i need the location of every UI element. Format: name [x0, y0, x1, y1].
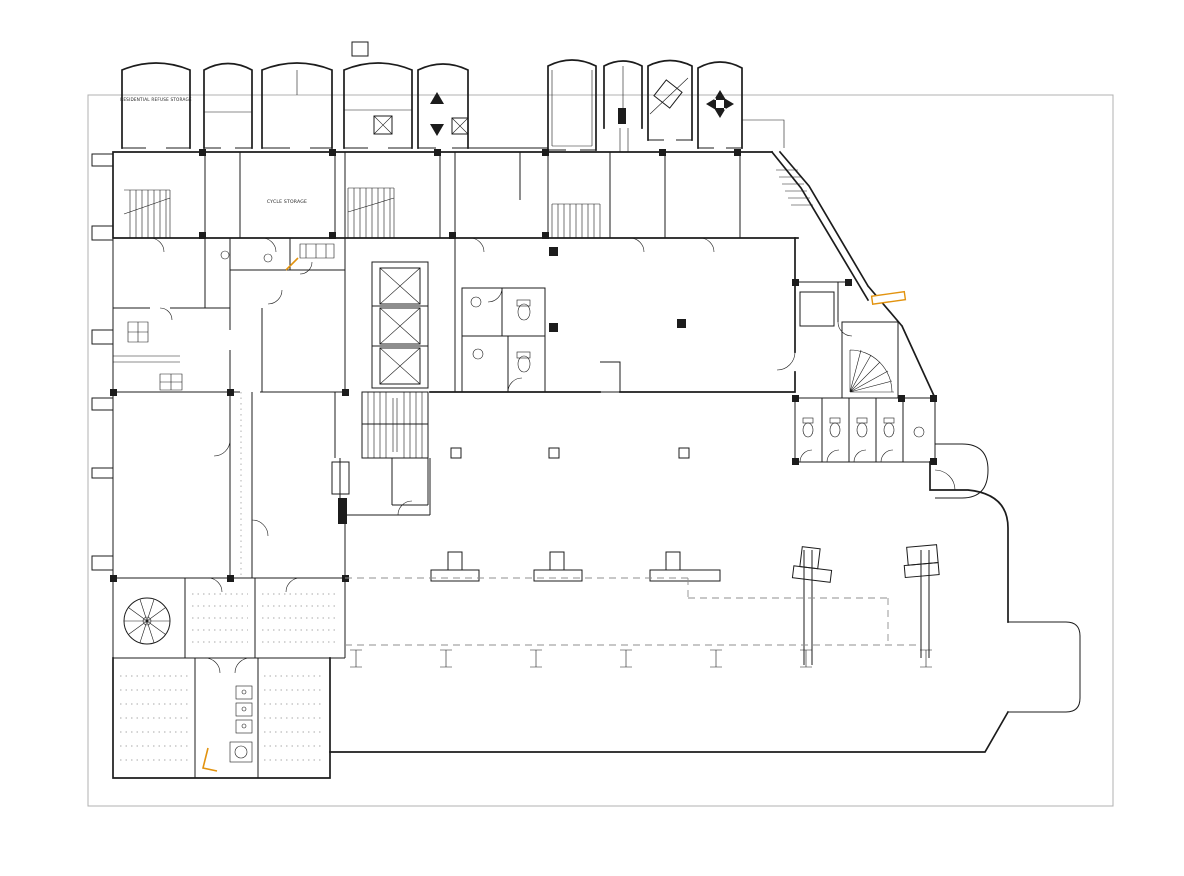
toilet-tank: [516, 351, 531, 359]
main-hall: [429, 237, 796, 393]
hall-walls: [429, 237, 796, 393]
riser-box: [451, 117, 469, 135]
wc-door-arcs: [799, 449, 894, 463]
shaft-box: [373, 115, 393, 135]
stair-treads: [367, 392, 423, 458]
wc-dividers: [821, 398, 877, 462]
sink: [470, 296, 482, 308]
mid-left-rooms: [91, 238, 346, 393]
cycle-storage-label: CYCLE STORAGE: [267, 199, 307, 205]
entry-room-walls: [795, 281, 848, 327]
hall-vestibule: [600, 361, 621, 393]
accent-tick-kitchen: [285, 257, 299, 271]
compass-arrows: [706, 90, 734, 118]
bottom-left-block: [112, 657, 331, 779]
stair-c-treads: [551, 203, 601, 238]
stool: [220, 250, 230, 260]
frame-rect: [87, 94, 1114, 807]
appliance-grids: [127, 321, 183, 391]
spiral-stair-row: [112, 578, 346, 659]
wc-end-room: [902, 397, 936, 463]
door-arcs: [149, 237, 956, 593]
facade-stub: [91, 397, 114, 411]
diagonal-wing: [770, 150, 937, 400]
shaft-box-cross: [373, 115, 393, 135]
lift-shaft-outline: [371, 261, 429, 389]
kitchen-counters: [113, 243, 335, 363]
double-door-arcs: [204, 657, 251, 674]
utility-fixtures: [229, 685, 253, 763]
section-marker-triangles: [430, 92, 444, 136]
lift-cross-marks: [379, 267, 421, 385]
door-swing-arcs: [149, 237, 956, 593]
mid-walls: [112, 238, 346, 393]
accent-mark-bottom: [202, 747, 218, 772]
hall-columns: [549, 247, 686, 332]
riser-box-cross: [451, 117, 469, 135]
facade-stub: [91, 329, 114, 345]
fan-stair-treads: [849, 349, 894, 393]
exterior-door-canopy: [935, 443, 989, 499]
parking-boundary: [329, 461, 1010, 753]
facade-stub: [91, 467, 114, 479]
unit-outlines: [121, 59, 743, 151]
basin: [913, 426, 925, 438]
toilet: [517, 303, 531, 321]
floor-hatch-mid: [192, 593, 338, 643]
side-annex: [1008, 621, 1081, 713]
bath-outline: [461, 287, 546, 393]
accent-marker-rect: [870, 290, 907, 305]
rotated-shaft-diagonal: [649, 77, 689, 115]
angled-pier-b: [903, 544, 940, 579]
refuse-storage-label: RESIDENTIAL REFUSE STORAGE: [120, 97, 192, 102]
facade-stub: [91, 153, 114, 167]
stair-outline: [361, 391, 429, 459]
structural-columns: [450, 447, 690, 459]
lift-core: [371, 261, 429, 389]
fin-walls: [803, 550, 930, 665]
pier-block: [618, 108, 626, 124]
left-large-rooms: [91, 389, 350, 582]
stair-b-treads: [347, 187, 395, 238]
drive-aisle-dashed: [345, 577, 918, 646]
toilet: [517, 355, 531, 373]
rooftop-vent-square: [351, 41, 369, 57]
parking-ticks: [350, 649, 932, 668]
facade-stub: [91, 555, 114, 571]
top-residential-units: [121, 41, 785, 152]
wc-row: [792, 395, 989, 499]
bathroom-block: [454, 238, 546, 393]
bottom-outer-walls: [112, 657, 331, 779]
unit-base-walls: [122, 139, 742, 151]
bath-partitions: [454, 238, 545, 392]
duct-shaft: [338, 498, 347, 524]
bottom-partitions: [194, 658, 259, 778]
stair-a-treads: [123, 189, 171, 238]
diagonal-stair-treads: [776, 169, 813, 206]
wall-piers: [199, 149, 741, 239]
tee-piers: [430, 551, 721, 582]
floor-hatch-bottom: [120, 675, 324, 761]
spiral-row-walls: [112, 578, 346, 659]
left-room-walls: [112, 392, 346, 579]
unit-partitions: [204, 66, 785, 152]
wc-fixtures: [802, 417, 895, 438]
open-parking-area: [329, 447, 1081, 753]
viewport-frame: [87, 94, 1114, 807]
rotated-shaft: [653, 79, 683, 109]
row2-partitions: [204, 152, 741, 238]
facade-stub: [91, 225, 114, 241]
diagonal-walls: [770, 150, 937, 400]
main-stair-core: [334, 391, 431, 516]
riser-room: [331, 461, 350, 495]
spiral-stair-treads: [124, 599, 170, 643]
sink: [472, 348, 484, 360]
stair-lobby-walls: [334, 392, 431, 516]
angled-pier-a: [791, 546, 833, 583]
toilet-tank: [516, 299, 531, 307]
wc-piers: [792, 395, 937, 465]
stool: [263, 253, 273, 263]
